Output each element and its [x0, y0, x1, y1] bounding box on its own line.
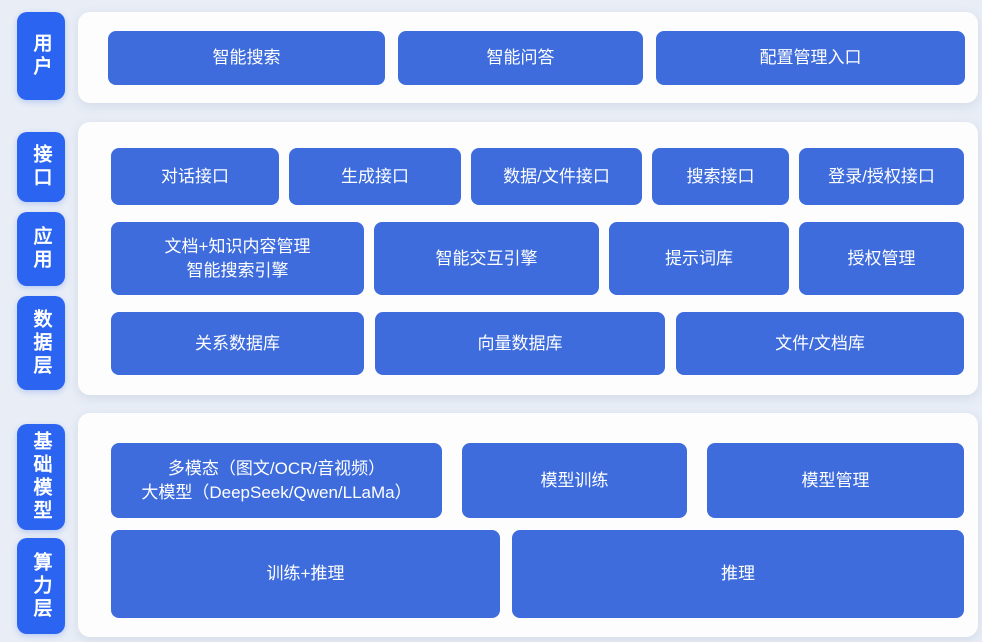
block-label: 推理 — [721, 564, 755, 583]
block-label: 训练+推理 — [266, 564, 345, 583]
section-user-layer: 用户 智能搜索 智能问答 配置管理入口 — [0, 12, 982, 103]
block-label: 模型管理 — [801, 470, 870, 490]
bottom-panel: 多模态（图文/OCR/音视频） 大模型（DeepSeek/Qwen/LLaMa）… — [78, 413, 978, 637]
block-label: 文件/文档库 — [775, 333, 865, 353]
middle-label-column: 接口 应用 数据层 — [17, 132, 65, 390]
block-authorization-management: 授权管理 — [799, 222, 964, 295]
user-layer-label-column: 用户 — [17, 12, 65, 100]
block-intelligent-interaction-engine: 智能交互引擎 — [374, 222, 599, 295]
layer-label-application: 应用 — [17, 212, 65, 286]
block-inference: 推理 — [512, 530, 964, 618]
block-label: 生成接口 — [341, 166, 409, 186]
block-label: 配置管理入口 — [759, 47, 862, 67]
block-data-file-api: 数据/文件接口 — [471, 148, 642, 205]
block-label: 智能交互引擎 — [435, 248, 538, 268]
layer-label-data-layer: 数据层 — [17, 296, 65, 390]
bottom-label-column: 基础模型 算力层 — [17, 424, 65, 634]
block-model-management: 模型管理 — [707, 443, 964, 518]
block-label: 数据/文件接口 — [503, 166, 610, 186]
block-label: 模型训练 — [540, 470, 609, 490]
application-row: 文档+知识内容管理 智能搜索引擎 智能交互引擎 提示词库 授权管理 — [111, 222, 964, 295]
block-relational-database: 关系数据库 — [111, 312, 364, 375]
compute-layer-row: 训练+推理 推理 — [111, 530, 964, 618]
layer-label-foundation-model: 基础模型 — [17, 424, 65, 530]
block-prompt-library: 提示词库 — [609, 222, 789, 295]
block-smart-qa: 智能问答 — [398, 30, 643, 85]
block-smart-search: 智能搜索 — [108, 30, 385, 85]
block-vector-database: 向量数据库 — [375, 312, 665, 375]
block-label: 智能搜索 — [212, 47, 281, 67]
middle-panel: 对话接口 生成接口 数据/文件接口 搜索接口 登录/授权接口 文档+知识内容管理 — [78, 122, 978, 395]
block-model-training: 模型训练 — [462, 443, 687, 518]
block-label: 大模型（DeepSeek/Qwen/LLaMa） — [141, 482, 412, 502]
block-label: 向量数据库 — [477, 333, 563, 353]
layer-label-interface: 接口 — [17, 132, 65, 202]
block-label: 文档+知识内容管理 — [164, 236, 311, 256]
layer-label-compute-layer: 算力层 — [17, 538, 65, 634]
block-label: 提示词库 — [665, 248, 733, 268]
block-doc-knowledge-search-engine: 文档+知识内容管理 智能搜索引擎 — [111, 222, 364, 295]
block-training-plus-inference: 训练+推理 — [111, 530, 500, 618]
block-search-api: 搜索接口 — [652, 148, 789, 205]
block-multimodal-large-model: 多模态（图文/OCR/音视频） 大模型（DeepSeek/Qwen/LLaMa） — [111, 443, 442, 518]
interface-row: 对话接口 生成接口 数据/文件接口 搜索接口 登录/授权接口 — [111, 148, 964, 205]
block-file-document-library: 文件/文档库 — [676, 312, 964, 375]
block-dialog-api: 对话接口 — [111, 148, 279, 205]
block-label: 关系数据库 — [195, 333, 280, 353]
block-label: 多模态（图文/OCR/音视频） — [167, 458, 386, 478]
section-interface-application-data: 接口 应用 数据层 对话接口 生成接口 数据/文件接口 搜索接口 登录/授权接口 — [0, 122, 982, 395]
block-login-auth-api: 登录/授权接口 — [799, 148, 964, 205]
block-label: 授权管理 — [847, 248, 916, 268]
block-label: 搜索接口 — [686, 166, 755, 186]
block-label: 登录/授权接口 — [828, 166, 935, 186]
data-layer-row: 关系数据库 向量数据库 文件/文档库 — [111, 312, 964, 375]
block-label: 对话接口 — [161, 166, 229, 186]
block-label: 智能搜索引擎 — [186, 260, 289, 280]
foundation-model-row: 多模态（图文/OCR/音视频） 大模型（DeepSeek/Qwen/LLaMa）… — [111, 443, 964, 518]
block-generation-api: 生成接口 — [289, 148, 461, 205]
block-config-management-entry: 配置管理入口 — [656, 30, 965, 85]
user-layer-panel: 智能搜索 智能问答 配置管理入口 — [78, 12, 978, 103]
section-foundation-compute: 基础模型 算力层 多模态（图文/OCR/音视频） 大模型（DeepSeek/Qw… — [0, 413, 982, 637]
layer-label-user: 用户 — [17, 12, 65, 100]
block-label: 智能问答 — [486, 47, 555, 67]
